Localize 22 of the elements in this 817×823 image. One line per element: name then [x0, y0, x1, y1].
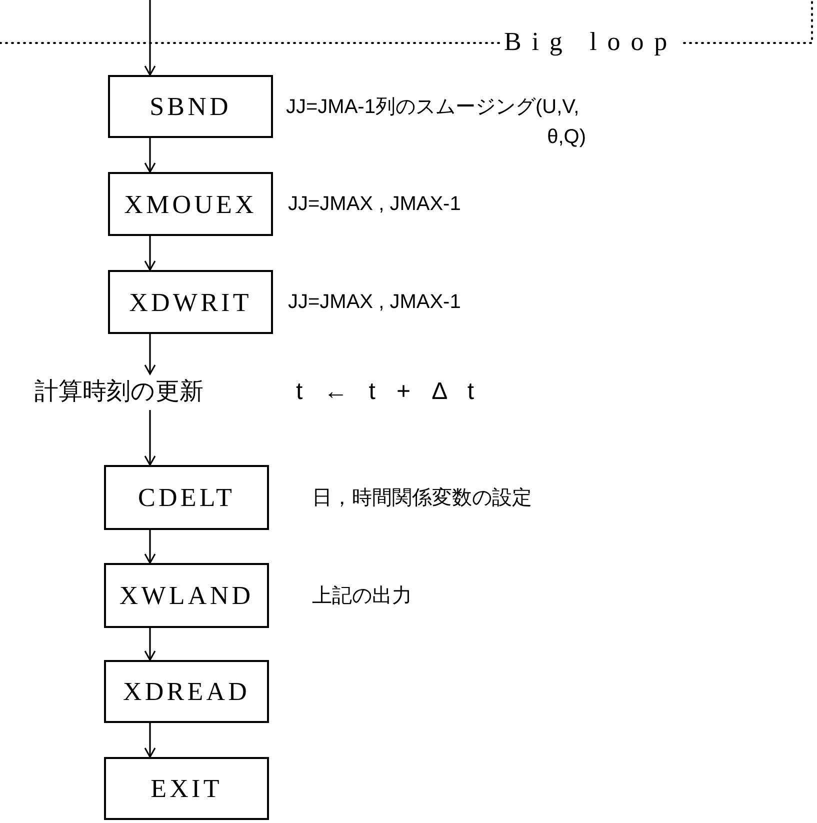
step-note: JJ=JMA-1列のスムージング(U,V, θ,Q)	[286, 94, 586, 150]
process-box: XDWRIT	[108, 270, 273, 334]
arrow	[144, 334, 156, 375]
arrow	[144, 628, 156, 661]
time-update-formula: t ← t + Δ t	[296, 377, 482, 407]
process-box: XDREAD	[104, 660, 269, 723]
process-box: CDELT	[104, 465, 269, 530]
process-box: XMOUEX	[108, 172, 273, 236]
step-note: 上記の出力	[312, 584, 412, 608]
process-box: SBND	[108, 75, 273, 138]
step-note: JJ=JMAX , JMAX-1	[288, 192, 461, 217]
step-note: 日，時間関係変数の設定	[312, 486, 532, 510]
arrow	[144, 236, 156, 271]
step-note: JJ=JMAX , JMAX-1	[288, 290, 461, 315]
step-text: 計算時刻の更新	[4, 374, 234, 410]
arrow	[144, 723, 156, 758]
arrow	[144, 0, 156, 76]
process-box: XWLAND	[104, 563, 269, 628]
arrow	[144, 410, 156, 466]
process-box: EXIT	[104, 757, 269, 820]
arrow	[144, 138, 156, 173]
arrow	[144, 530, 156, 564]
